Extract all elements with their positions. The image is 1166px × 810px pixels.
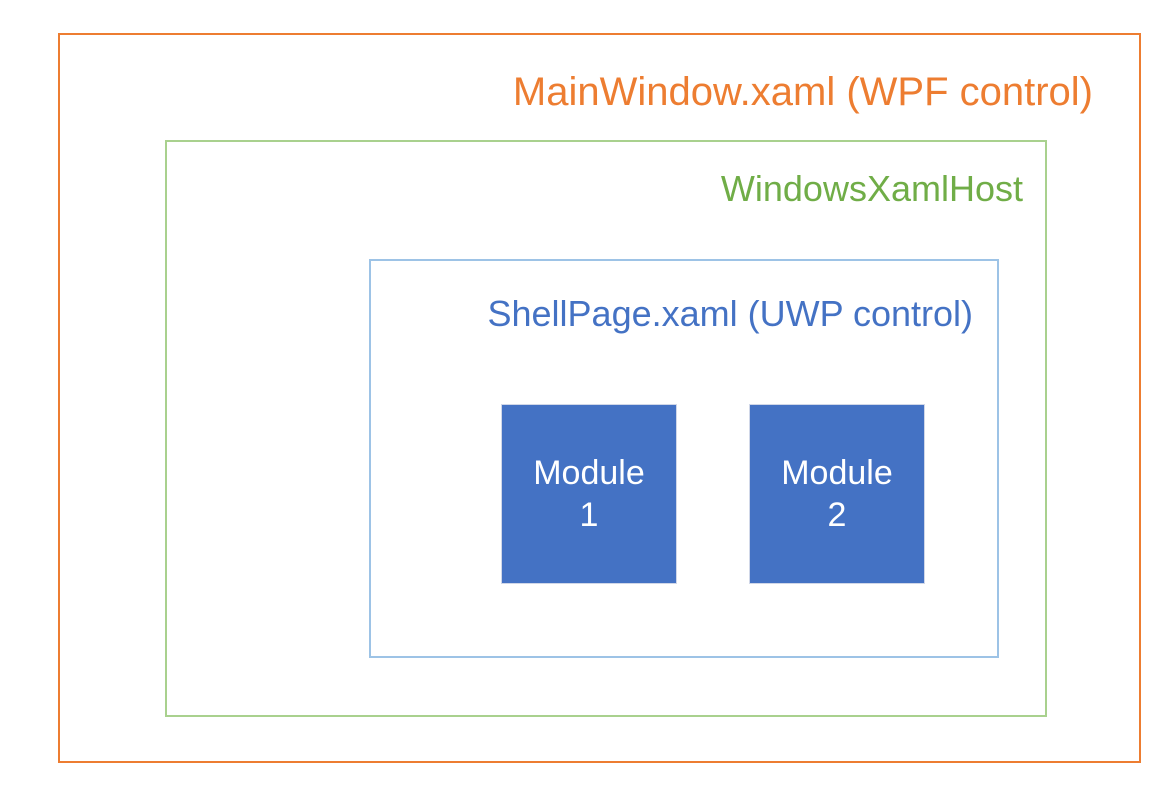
- module-block-2: Module 2: [749, 404, 925, 584]
- layer-mainwindow-wpf: MainWindow.xaml (WPF control): [58, 33, 1141, 763]
- module-block-1: Module 1: [501, 404, 677, 584]
- layer-label-windowsxamlhost: WindowsXamlHost: [720, 168, 1023, 209]
- layer-windowsxamlhost: WindowsXamlHost: [165, 140, 1047, 717]
- module-1-index: 1: [579, 496, 599, 534]
- module-2-name: Module: [781, 453, 893, 492]
- module-1-name: Module: [533, 453, 645, 492]
- layer-label-shellpage-uwp: ShellPage.xaml (UWP control): [487, 293, 973, 334]
- layer-shellpage-uwp: ShellPage.xaml (UWP control): [369, 259, 999, 658]
- module-2-index: 2: [827, 496, 847, 534]
- layer-label-mainwindow-wpf: MainWindow.xaml (WPF control): [512, 70, 1093, 114]
